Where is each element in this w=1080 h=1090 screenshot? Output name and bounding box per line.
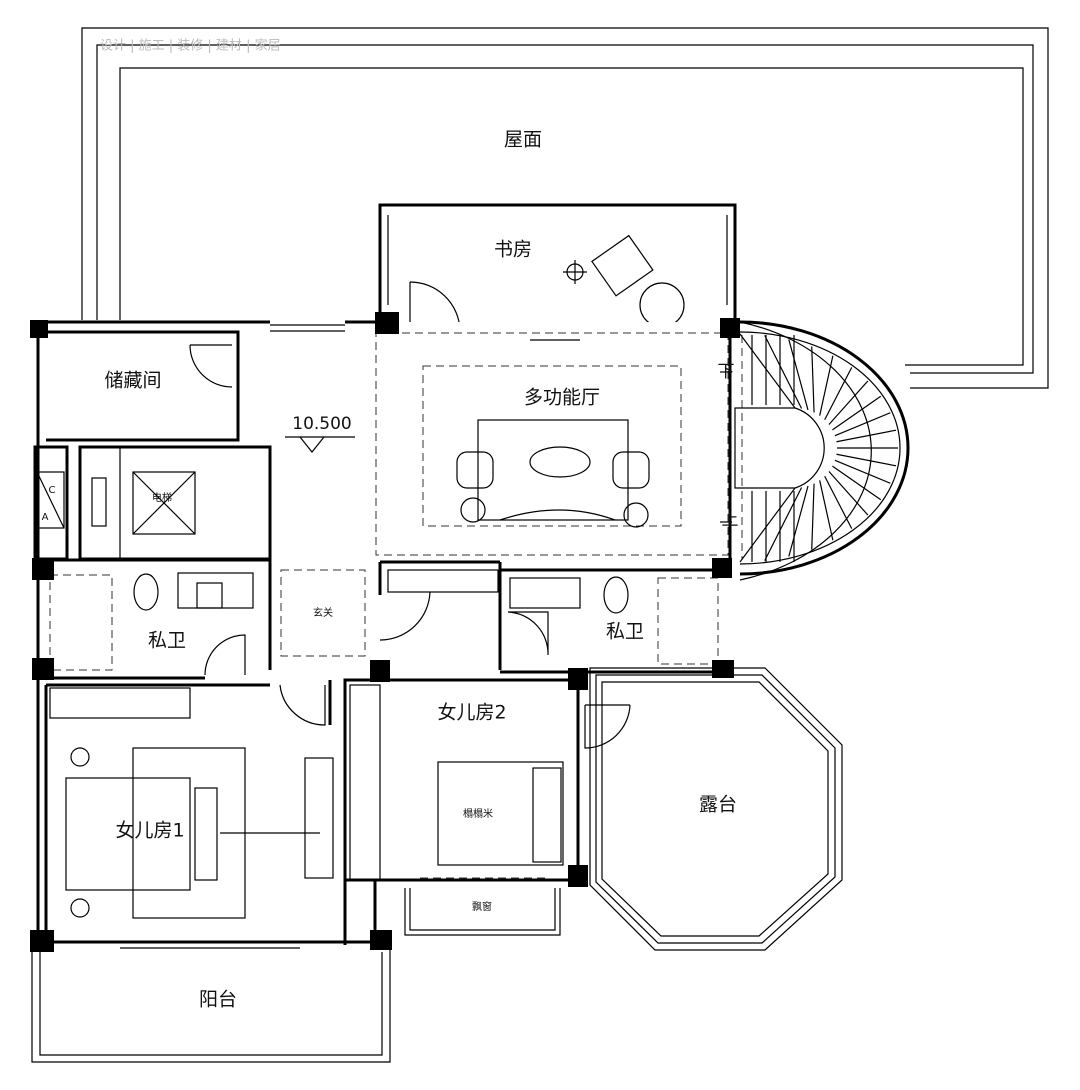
room-label-balcony: 阳台: [199, 989, 237, 1011]
main-walls: [33, 320, 743, 949]
room-label-terrace: 露台: [699, 794, 737, 816]
stair-tread: [834, 459, 891, 484]
stair-tread: [819, 480, 834, 541]
terrace: [589, 667, 843, 951]
shaft-label-c: C: [49, 485, 56, 496]
stair-tread: [811, 346, 815, 413]
roof-parapet: [81, 27, 1049, 389]
balcony: [31, 948, 391, 1063]
stair-tread: [739, 333, 796, 409]
stair-tread: [811, 483, 815, 550]
room-label-storage: 储藏间: [104, 370, 161, 392]
room-label-daughter-room-2: 女儿房2: [437, 702, 506, 724]
elevation-label: 10.500: [292, 414, 351, 434]
stairs-down-label: 下: [718, 362, 735, 382]
stair-tread: [764, 487, 803, 561]
stair-tread: [824, 476, 853, 529]
stair-tread: [836, 429, 897, 443]
stair-tread: [764, 335, 803, 409]
study-room: [375, 200, 740, 332]
watermark: 设计 | 施工 | 装修 | 建材 | 家居: [100, 38, 281, 54]
stair-tread: [819, 355, 834, 416]
room-label-daughter-room-1: 女儿房1: [115, 820, 184, 842]
room-label-roof: 屋面: [504, 129, 542, 151]
stairs-up-label: 上: [722, 510, 739, 530]
room-label-bath-right: 私卫: [606, 621, 644, 643]
stair-tread: [739, 487, 796, 563]
room-label-bay-window: 飘窗: [472, 900, 492, 913]
room-label-elevator: 电梯: [152, 491, 172, 504]
stair-tread: [788, 485, 809, 557]
stair-tread: [828, 471, 869, 516]
stair-tread: [836, 453, 897, 467]
structural-columns: [30, 312, 740, 952]
room-label-foyer: 玄关: [313, 606, 333, 619]
stair-tread: [828, 380, 869, 425]
stair-tread: [832, 465, 882, 501]
stair-tread: [824, 367, 853, 420]
stair-tread: [832, 395, 882, 431]
shaft-label-a: A: [42, 512, 49, 523]
stair-tread: [834, 412, 891, 437]
stair-tread: [788, 339, 809, 411]
room-label-tatami: 榻榻米: [463, 807, 493, 820]
room-label-bath-left: 私卫: [148, 630, 186, 652]
spiral-staircase: [720, 320, 910, 581]
room-label-multi-hall: 多功能厅: [524, 387, 600, 409]
room-label-study: 书房: [494, 239, 532, 261]
